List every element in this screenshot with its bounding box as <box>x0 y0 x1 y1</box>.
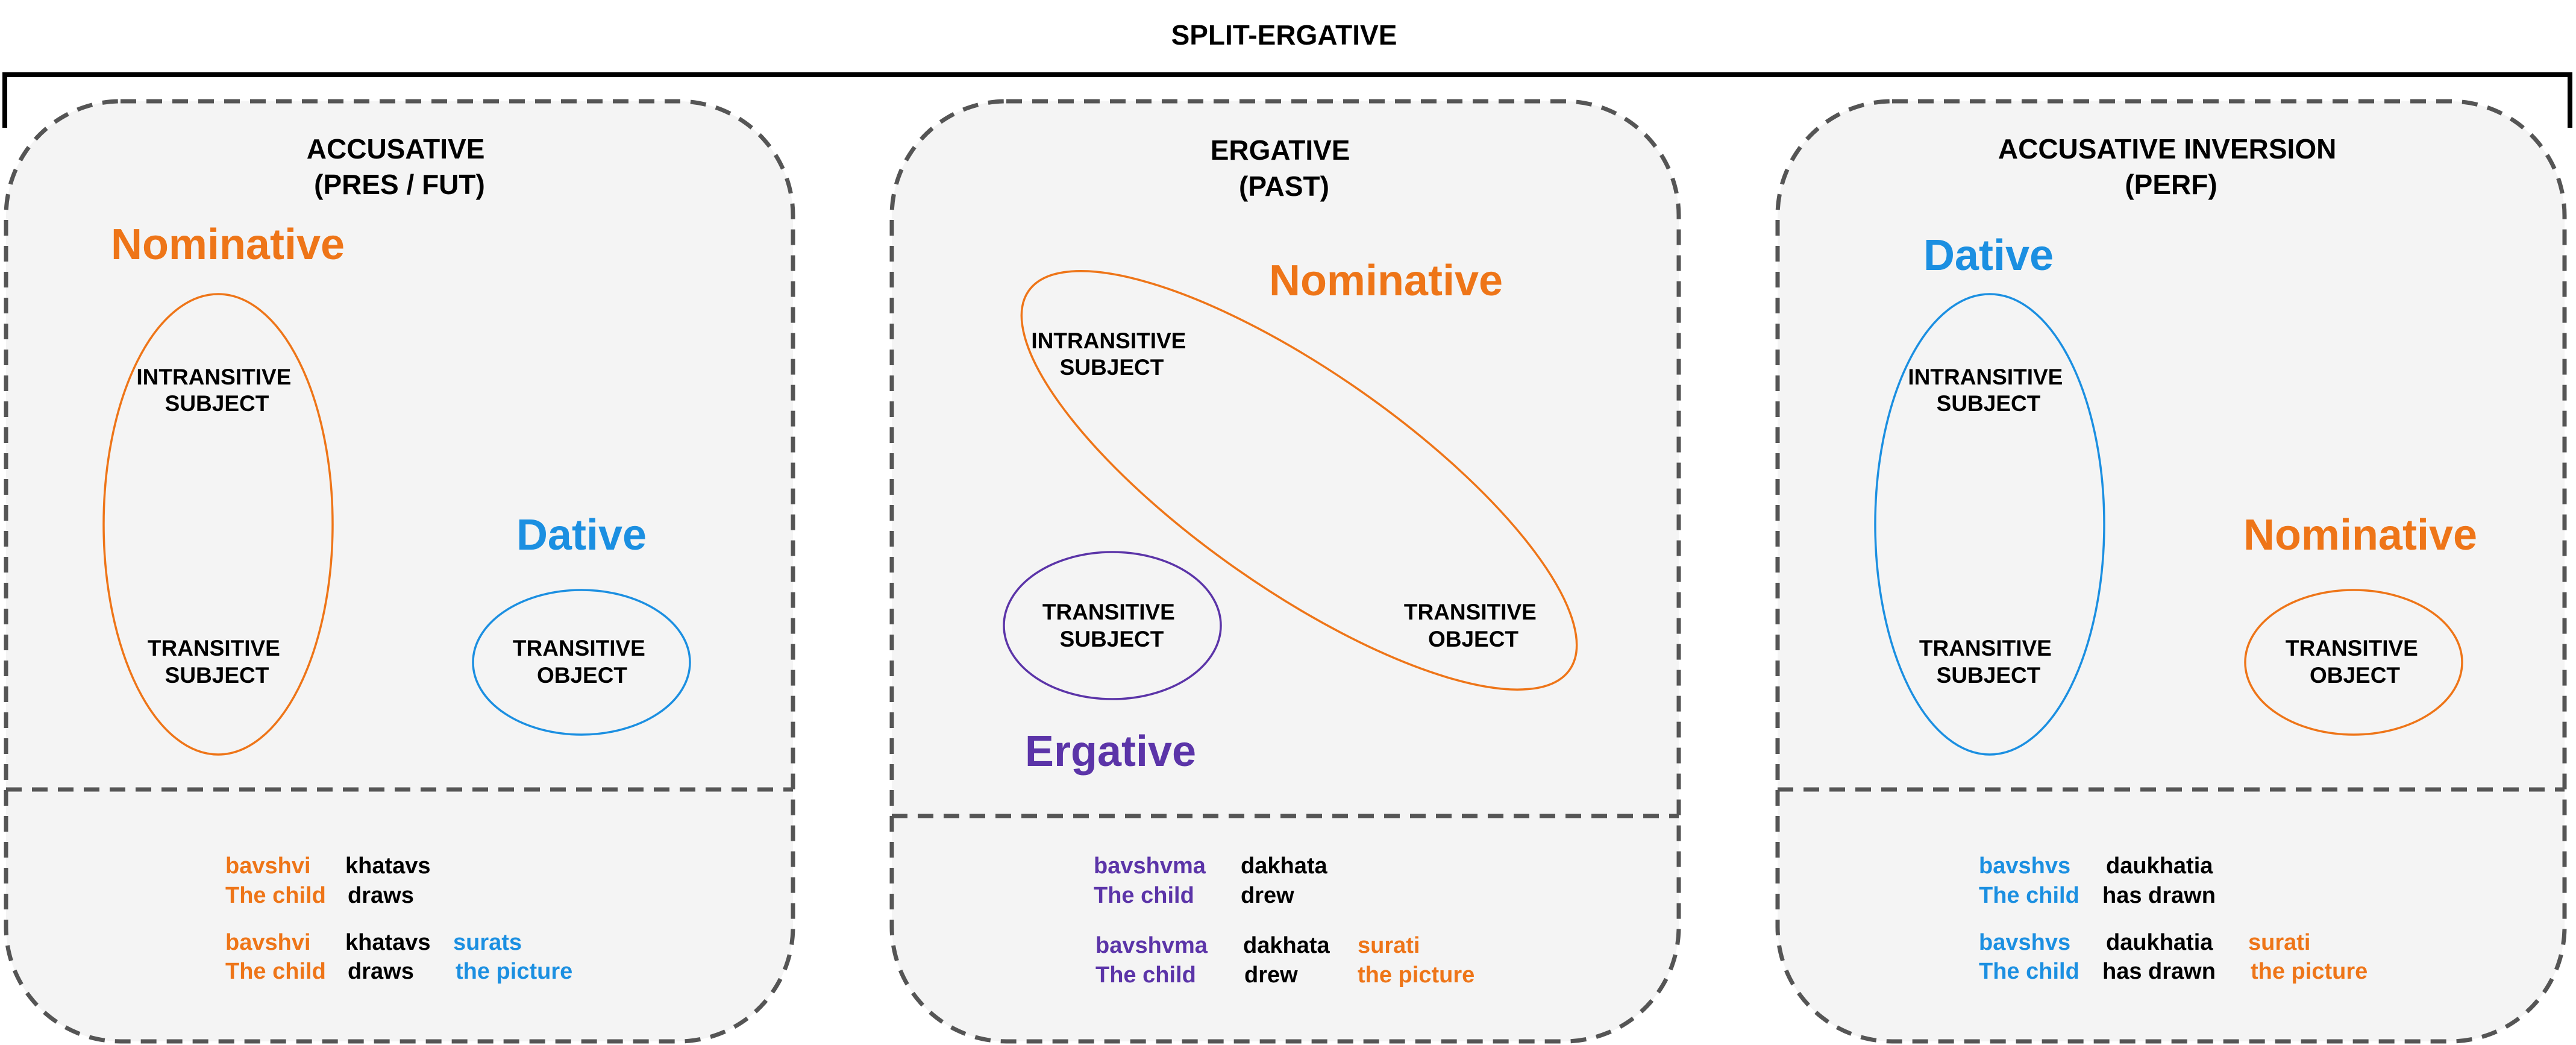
example-subject-gloss: The child <box>225 883 326 908</box>
example-verb: daukhatia <box>2106 930 2213 955</box>
case-label-nominative: Nominative <box>111 221 345 269</box>
svg-text:ACCUSATIVE (PRES / FUT): ACCUSATIVE (PRES / FUT) <box>307 133 492 200</box>
nominative-ellipse <box>1020 270 1578 691</box>
panel-subtitle: (PRES / FUT) <box>314 169 485 200</box>
panel-frame <box>4 99 795 1044</box>
example-verb: dakhata <box>1243 933 1330 958</box>
example-verb: daukhatia <box>2106 853 2213 879</box>
svg-text:INTRANSITIVE SUBJECT: INTRANSITIVE SUBJECT <box>1908 365 2069 416</box>
example-object: surats <box>453 930 522 955</box>
example-subject: bavshvma <box>1095 933 1208 958</box>
svg-text:TRANSITIVE OBJECT: TRANSITIVE OBJECT <box>1404 600 1543 651</box>
example-verb-gloss: draws <box>348 959 414 984</box>
role-transitive-subject-2: SUBJECT <box>165 663 269 688</box>
dative-ellipse <box>472 589 691 736</box>
example-verb-gloss: drew <box>1244 962 1298 988</box>
example-subject-gloss: The child <box>1095 962 1196 988</box>
example-object: surati <box>1358 933 1420 958</box>
role-transitive-subject: TRANSITIVE <box>1919 636 2052 661</box>
svg-text:ACCUSATIVE INVERSION (PE: ACCUSATIVE INVERSION (PERF) <box>1998 133 2344 200</box>
example-subject-gloss: The child <box>225 959 326 984</box>
example-verb-gloss: has drawn <box>2102 883 2216 908</box>
example-subject-gloss: The child <box>1094 883 1194 908</box>
example-verb: dakhata <box>1241 853 1327 879</box>
example-verb-gloss: has drawn <box>2102 959 2216 984</box>
nominative-ellipse <box>102 293 334 756</box>
example-transitive: bavshvma dakhata surati The child drew t… <box>1095 933 1474 988</box>
case-label-dative: Dative <box>516 511 647 559</box>
example-object-gloss: the picture <box>1358 962 1474 988</box>
example-subject: bavshvs <box>1979 853 2070 879</box>
panel-accusative-inversion: ACCUSATIVE INVERSION (PERF) Dative Nomin… <box>1775 99 2567 1044</box>
panel-accusative: ACCUSATIVE (PRES / FUT) Nominative Dativ… <box>4 99 795 1044</box>
role-transitive-subject: TRANSITIVE <box>1042 600 1175 624</box>
example-intransitive: bavshvma dakhata The child drew <box>1094 853 1327 908</box>
case-label-nominative: Nominative <box>2243 511 2477 559</box>
example-verb-gloss: draws <box>348 883 414 908</box>
ergative-ellipse <box>1003 551 1222 700</box>
role-intransitive-subject: INTRANSITIVE <box>136 365 291 389</box>
panel-ergative: ERGATIVE (PAST) Nominative Ergative INTR… <box>889 99 1681 1044</box>
role-transitive-object: TRANSITIVE <box>1404 600 1537 624</box>
example-verb: khatavs <box>345 853 431 879</box>
dative-ellipse <box>1874 293 2105 756</box>
role-intransitive-subject: INTRANSITIVE <box>1031 328 1186 353</box>
example-subject: bavshvi <box>225 853 311 879</box>
role-transitive-object-2: OBJECT <box>537 663 627 688</box>
svg-text:TRANSITIVE OBJECT: TRANSITIVE OBJECT <box>513 636 651 688</box>
role-transitive-object: TRANSITIVE <box>513 636 645 661</box>
example-object: surati <box>2248 930 2310 955</box>
svg-text:TRANSITIVE OBJECT: TRANSITIVE OBJECT <box>2286 636 2424 688</box>
panel-subtitle: (PERF) <box>2125 169 2217 200</box>
role-transitive-object-2: OBJECT <box>1428 627 1518 651</box>
panel-title: ERGATIVE <box>1211 134 1350 166</box>
svg-text:TRANSITIVE SUBJECT: TRANSITIVE SUBJECT <box>1919 636 2058 688</box>
case-label-nominative: Nominative <box>1269 257 1503 305</box>
panel-title: ACCUSATIVE <box>307 133 485 165</box>
split-ergative-bracket <box>2 72 2572 128</box>
role-intransitive-subject: INTRANSITIVE <box>1908 365 2063 389</box>
nominative-ellipse <box>2244 589 2463 736</box>
role-transitive-object: TRANSITIVE <box>2286 636 2418 661</box>
example-subject-gloss: The child <box>1979 959 2079 984</box>
panel-frame <box>1775 99 2567 1044</box>
example-transitive: bavshvs daukhatia surati The child has d… <box>1979 930 2368 984</box>
example-subject-gloss: The child <box>1979 883 2079 908</box>
role-transitive-subject-2: SUBJECT <box>1937 663 2041 688</box>
panel-frame <box>889 99 1681 1044</box>
role-intransitive-subject-2: SUBJECT <box>1937 391 2041 416</box>
role-transitive-subject: TRANSITIVE <box>148 636 280 661</box>
panel-title: ACCUSATIVE INVERSION <box>1998 133 2336 165</box>
case-label-ergative: Ergative <box>1025 727 1196 776</box>
example-transitive: bavshvi khatavs surats The child draws t… <box>225 930 572 984</box>
example-intransitive: bavshvi khatavs The child draws <box>225 853 431 908</box>
svg-text:TRANSITIVE SUBJECT: TRANSITIVE SUBJECT <box>1042 600 1181 651</box>
example-verb: khatavs <box>345 930 431 955</box>
example-object-gloss: the picture <box>456 959 572 984</box>
role-intransitive-subject-2: SUBJECT <box>1060 355 1164 380</box>
example-subject: bavshvi <box>225 930 311 955</box>
example-object-gloss: the picture <box>2251 959 2368 984</box>
example-verb-gloss: drew <box>1241 883 1294 908</box>
example-intransitive: bavshvs daukhatia The child has drawn <box>1979 853 2216 908</box>
role-transitive-subject-2: SUBJECT <box>1060 627 1164 651</box>
example-subject: bavshvma <box>1094 853 1206 879</box>
panel-subtitle: (PAST) <box>1239 171 1329 202</box>
diagram-title: SPLIT-ERGATIVE <box>1171 19 1397 51</box>
example-subject: bavshvs <box>1979 930 2070 955</box>
svg-text:ERGATIVE (PAST): ERGATIVE (PAST) <box>1211 134 1358 202</box>
svg-text:TRANSITIVE SUBJECT: TRANSITIVE SUBJECT <box>148 636 286 688</box>
svg-text:INTRANSITIVE SUBJECT: INTRANSITIVE SUBJECT <box>1031 328 1192 380</box>
role-transitive-object-2: OBJECT <box>2310 663 2400 688</box>
svg-text:INTRANSITIVE SUBJECT: INTRANSITIVE SUBJECT <box>136 365 297 416</box>
role-intransitive-subject-2: SUBJECT <box>165 391 269 416</box>
case-label-dative: Dative <box>1923 231 2054 280</box>
